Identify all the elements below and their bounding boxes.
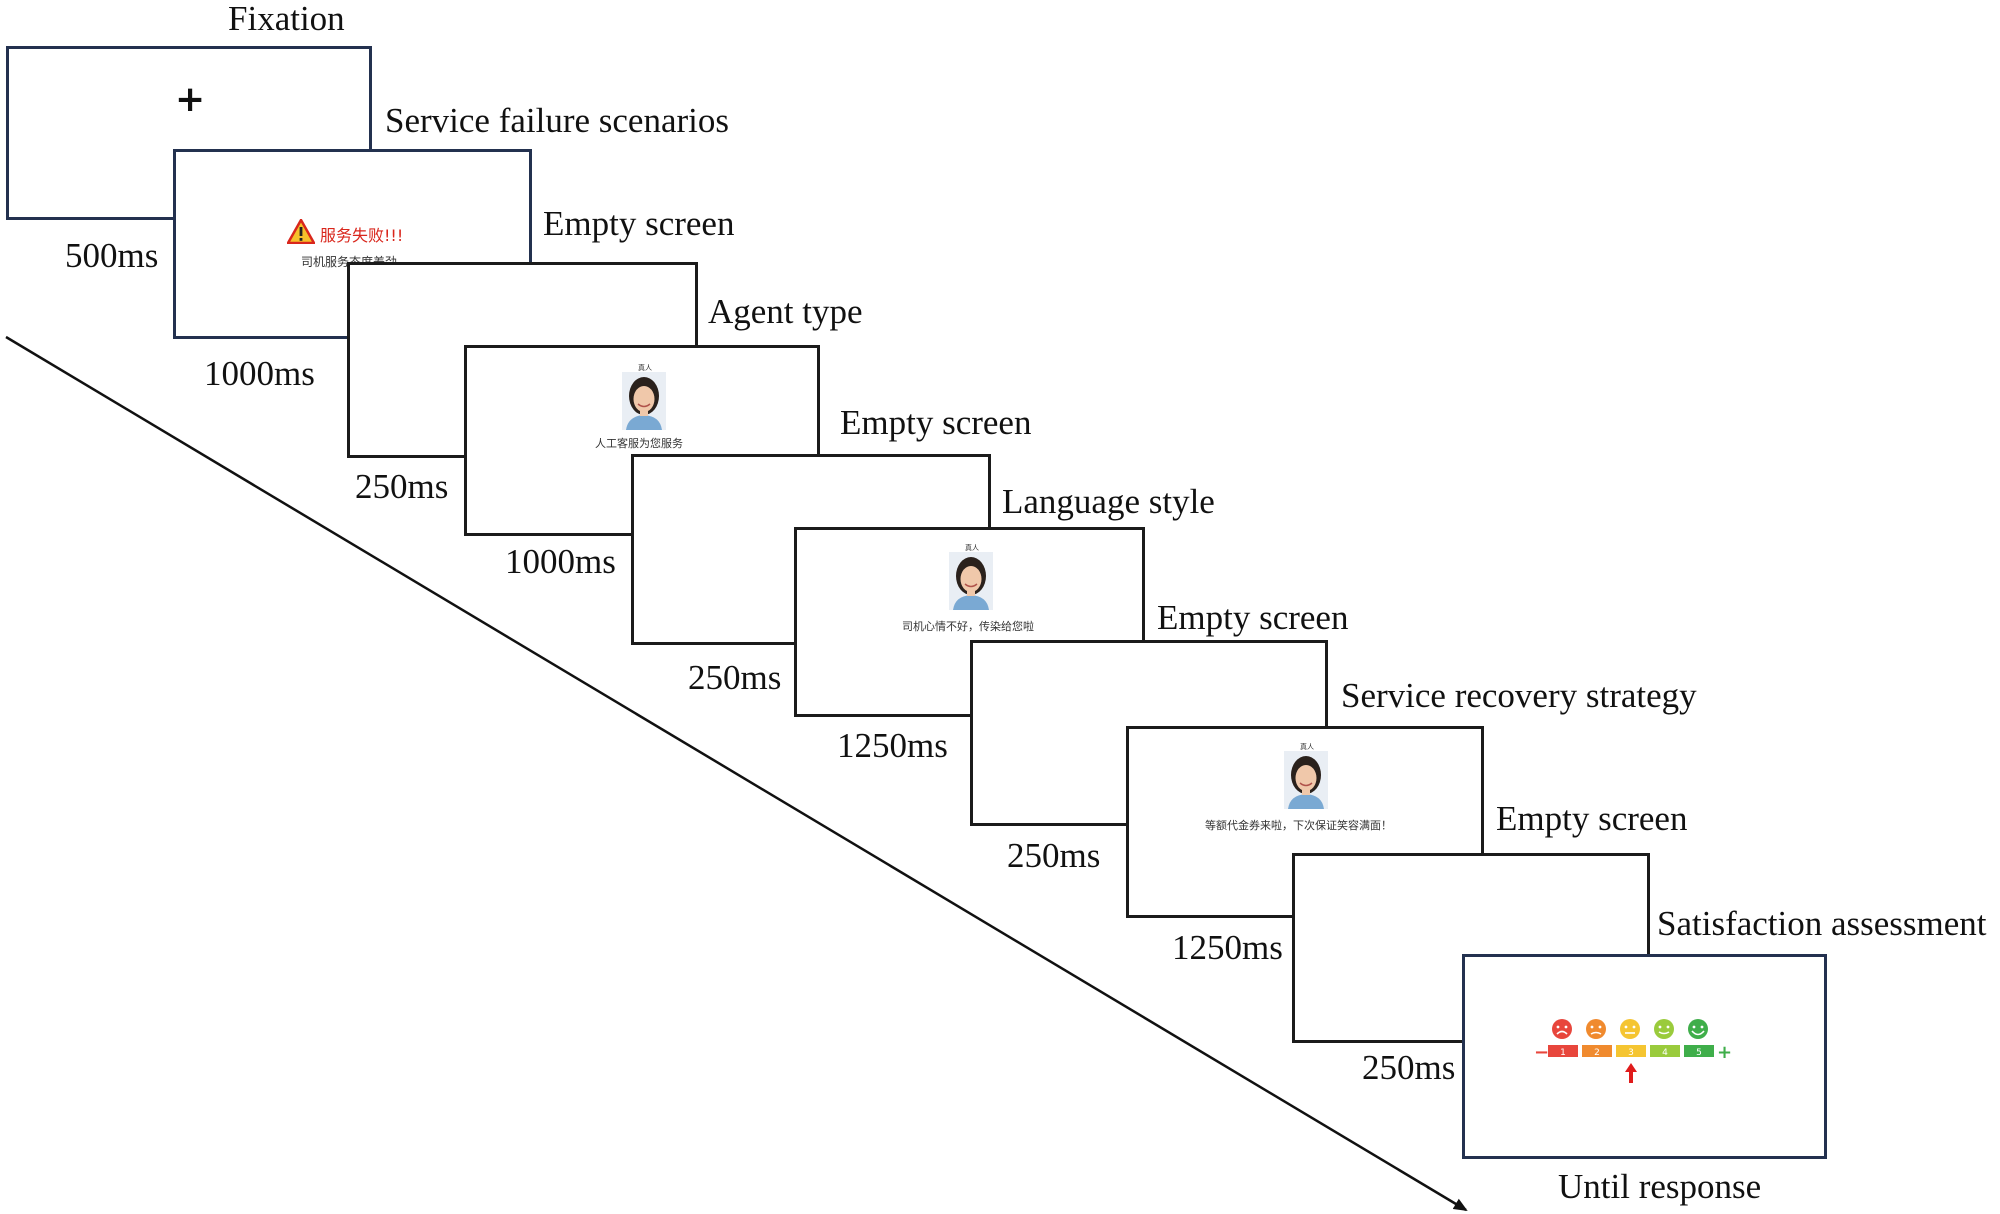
duration-empty-1: 250ms bbox=[355, 467, 449, 506]
recovery-caption: 等额代金券来啦，下次保证笑容满面！ bbox=[1205, 819, 1392, 832]
agent-caption: 人工客服为您服务 bbox=[595, 437, 683, 450]
title-satisfaction: Satisfaction assessment bbox=[1657, 904, 1987, 943]
scale-num-4: 4 bbox=[1662, 1048, 1668, 1058]
language-caption: 司机心情不好，传染给您啦 bbox=[902, 620, 1034, 633]
duration-empty-4: 250ms bbox=[1362, 1048, 1456, 1087]
failure-headline: 服务失败!!! bbox=[320, 226, 404, 245]
duration-satisfaction: Until response bbox=[1558, 1167, 1762, 1206]
duration-empty-2: 250ms bbox=[688, 658, 782, 697]
scale-num-3: 3 bbox=[1628, 1048, 1634, 1058]
scale-bar-4 bbox=[1650, 1045, 1680, 1057]
scale-num-1: 1 bbox=[1560, 1048, 1566, 1058]
fixation-cross: + bbox=[175, 79, 206, 120]
duration-empty-3: 250ms bbox=[1007, 836, 1101, 875]
timeline-line bbox=[5, 335, 1468, 1212]
title-empty-2: Empty screen bbox=[840, 403, 1032, 442]
duration-recovery: 1250ms bbox=[1172, 928, 1283, 967]
scale-minus: − bbox=[1535, 1042, 1549, 1063]
scale-bar-1 bbox=[1548, 1045, 1578, 1057]
language-tag: 真人 bbox=[965, 544, 979, 552]
face-1-icon bbox=[1552, 1019, 1572, 1039]
title-empty-4: Empty screen bbox=[1496, 799, 1688, 838]
duration-agent: 1000ms bbox=[505, 542, 616, 581]
face-4-icon bbox=[1654, 1019, 1674, 1039]
agent-tag: 真人 bbox=[638, 364, 652, 372]
agent-photo bbox=[622, 372, 666, 430]
scale-bar-2 bbox=[1582, 1045, 1612, 1057]
recovery-agent-photo bbox=[1284, 751, 1328, 809]
title-agent: Agent type bbox=[708, 292, 863, 331]
face-2-icon bbox=[1586, 1019, 1606, 1039]
warning-icon bbox=[287, 219, 315, 244]
scale-num-5: 5 bbox=[1696, 1048, 1702, 1058]
title-empty-3: Empty screen bbox=[1157, 598, 1349, 637]
scale-bar-3 bbox=[1616, 1045, 1646, 1057]
scale-bar-5 bbox=[1684, 1045, 1714, 1057]
face-3-icon bbox=[1620, 1019, 1640, 1039]
duration-fixation: 500ms bbox=[65, 236, 159, 275]
language-agent-photo bbox=[949, 552, 993, 610]
scale-plus: + bbox=[1717, 1042, 1732, 1063]
title-language: Language style bbox=[1002, 482, 1215, 521]
recovery-tag: 真人 bbox=[1300, 743, 1314, 751]
title-recovery: Service recovery strategy bbox=[1341, 676, 1697, 715]
scale-num-2: 2 bbox=[1594, 1048, 1600, 1058]
duration-language: 1250ms bbox=[837, 726, 948, 765]
satisfaction-screen: − + 1 2 3 4 5 bbox=[1462, 954, 1827, 1159]
title-empty-1: Empty screen bbox=[543, 204, 735, 243]
up-arrow-icon bbox=[1625, 1063, 1637, 1083]
satisfaction-scale: − + 1 2 3 4 5 bbox=[1535, 1019, 1732, 1083]
duration-failure: 1000ms bbox=[204, 354, 315, 393]
face-5-icon bbox=[1688, 1019, 1708, 1039]
title-failure: Service failure scenarios bbox=[385, 101, 730, 140]
title-fixation: Fixation bbox=[228, 0, 345, 38]
